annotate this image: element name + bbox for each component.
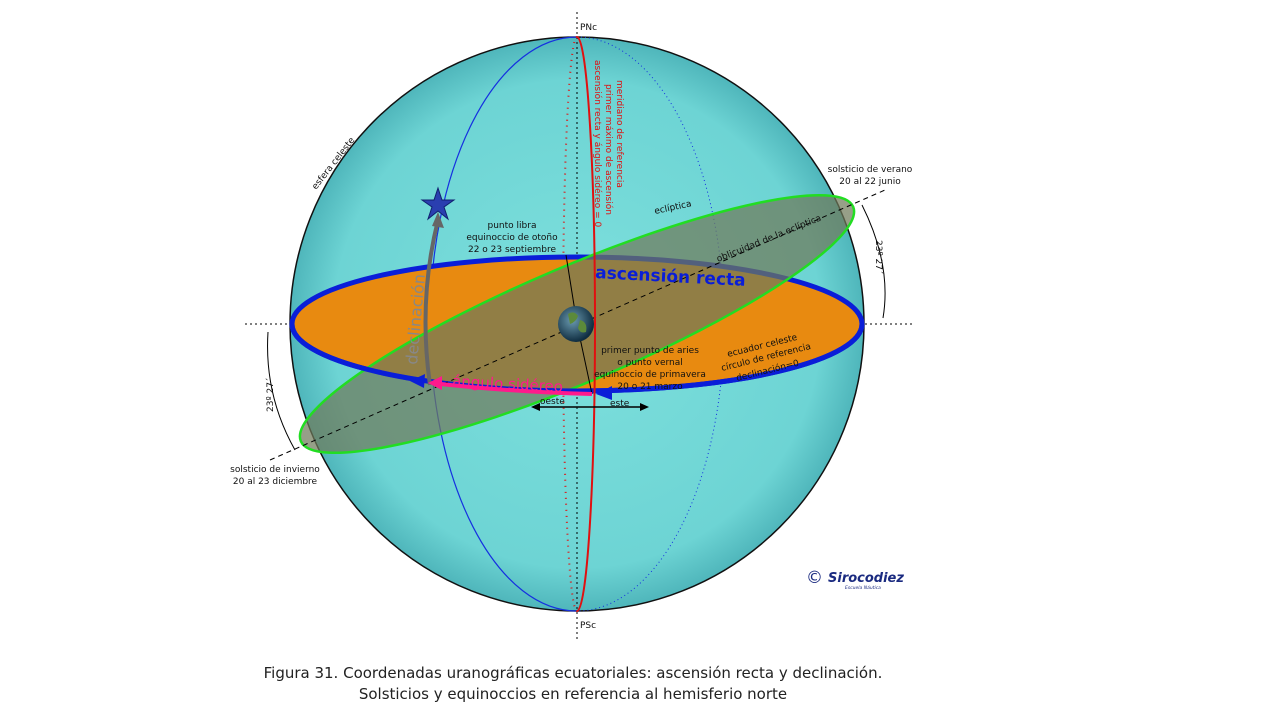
- sidereal-angle-label: ángulo sidéreo: [452, 372, 564, 396]
- equator-arrowhead-left: [410, 374, 425, 388]
- copyright-symbol: ©: [806, 568, 823, 588]
- meridian-label-line1: meridiano de referencia: [614, 80, 624, 188]
- reference-meridian: [576, 36, 596, 612]
- west-arrowhead: [531, 403, 540, 411]
- libra-label-3: 22 o 23 septiembre: [468, 245, 556, 255]
- libra-label-1: punto libra: [488, 221, 537, 231]
- reference-meridian-label: meridiano de referencia primer máximo de…: [592, 60, 624, 227]
- logo-subtitle: Escuela Náutica: [845, 584, 881, 591]
- aries-label-2: o punto vernal: [617, 358, 683, 368]
- meridian-label-line2: primer máximo de ascensión: [603, 84, 614, 215]
- winter-solstice-date: 20 al 23 diciembre: [233, 477, 318, 487]
- figure-caption-line2: Solsticios y equinoccios en referencia a…: [358, 685, 788, 703]
- sidereal-angle-arrow: [431, 381, 593, 396]
- angle-arc-left: [267, 331, 296, 451]
- celestial-equator-front: [289, 323, 865, 394]
- earth-continents: [568, 312, 587, 333]
- south-pole-label: PSc: [580, 621, 596, 631]
- east-label: este: [610, 399, 630, 409]
- west-label: oeste: [540, 397, 565, 407]
- angle-label-right: 23º 27´: [873, 240, 884, 275]
- logo-name: Sirocodiez: [828, 571, 904, 586]
- aries-label-4: 20 o 21 marzo: [617, 382, 683, 392]
- summer-solstice-date: 20 al 22 junio: [839, 177, 901, 187]
- declination-arrowhead: [432, 212, 444, 228]
- declination-arrow: [423, 219, 440, 386]
- star-icon: [420, 186, 456, 221]
- north-pole-label: PNc: [580, 23, 597, 33]
- winter-solstice-label: solsticio de invierno: [230, 465, 320, 475]
- meridian-label-line3: ascensión recta y ángulo sidéreo = 0: [592, 60, 603, 227]
- angle-label-left: 23º 27´: [265, 377, 276, 412]
- summer-solstice-label: solsticio de verano: [828, 165, 913, 175]
- libra-label-2: equinoccio de otoño: [466, 233, 558, 243]
- aries-label-1: primer punto de aries: [601, 346, 699, 356]
- earth-icon: [558, 306, 594, 342]
- sidereal-arrowhead: [428, 376, 442, 390]
- figure-caption-line1: Figura 31. Coordenadas uranográficas ecu…: [263, 664, 883, 682]
- aries-label-3: equinoccio de primavera: [594, 370, 706, 380]
- equator-arrowhead-right: [596, 386, 612, 400]
- sirocodiez-logo: © Sirocodiez Escuela Náutica: [806, 568, 904, 591]
- angle-arc-right: [861, 204, 886, 319]
- east-arrowhead: [640, 403, 649, 411]
